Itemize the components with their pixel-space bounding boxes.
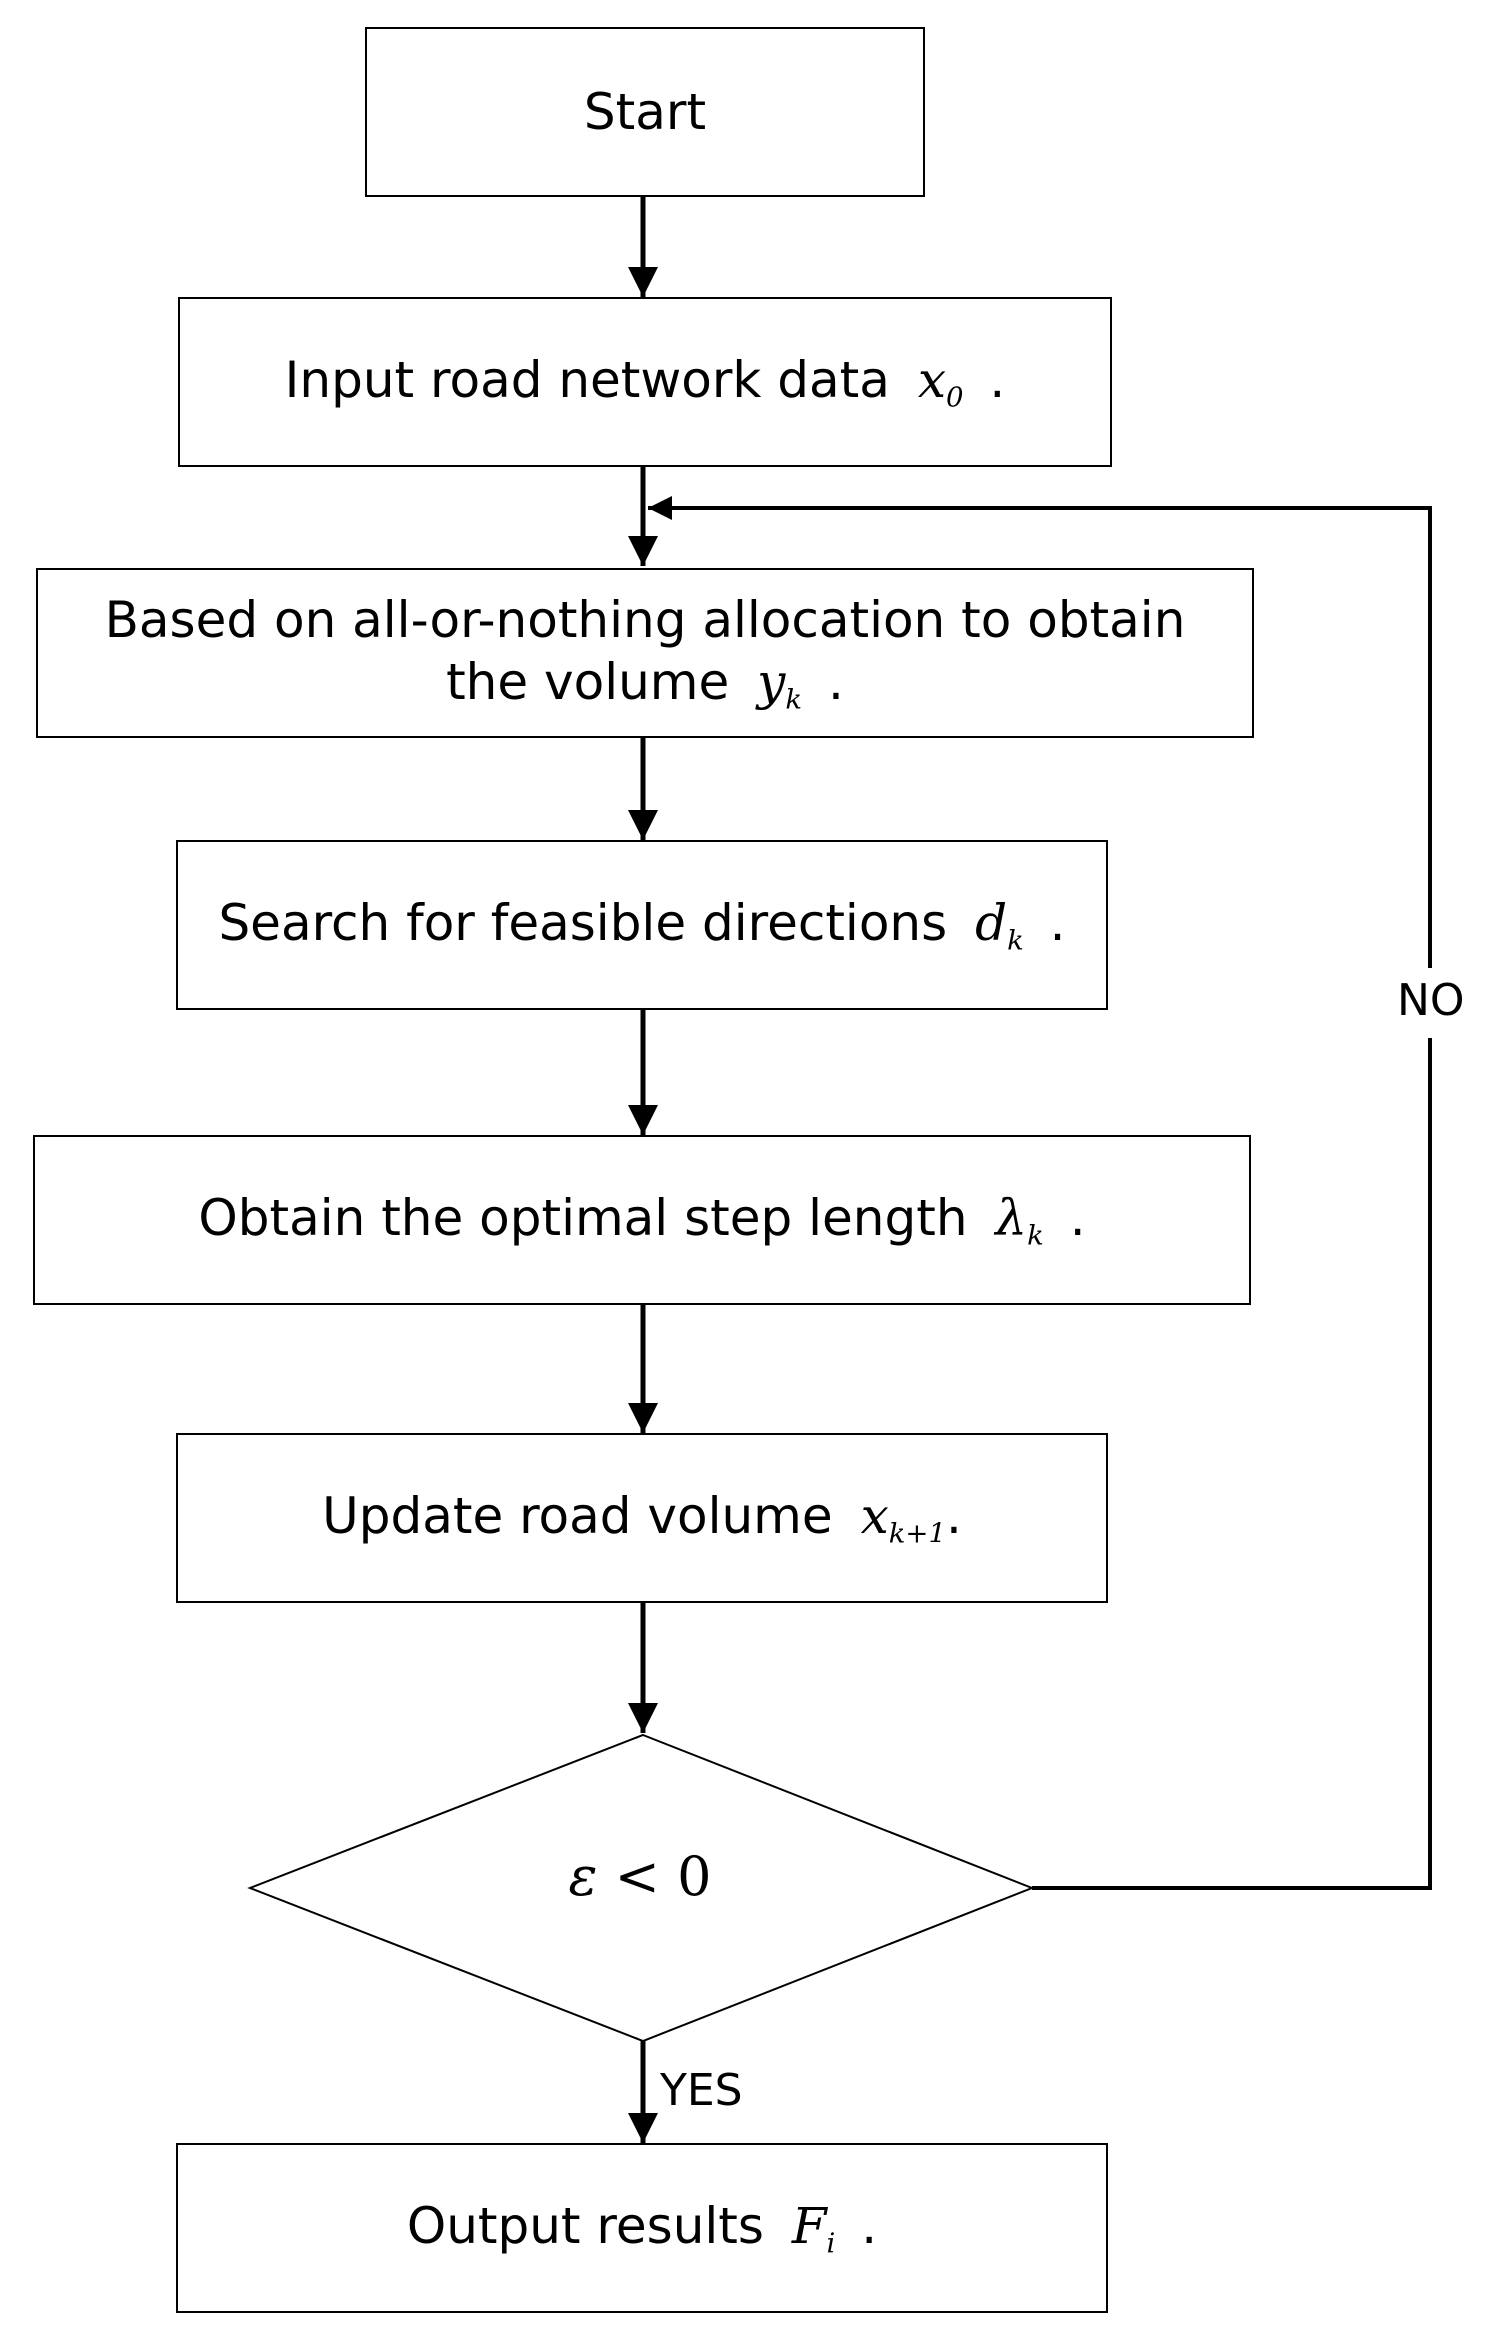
output-label: Output results Fi . xyxy=(407,2195,877,2261)
allocation-box: Based on all-or-nothing allocation to ob… xyxy=(36,568,1254,738)
start-box: Start xyxy=(365,27,925,197)
search-variable: d xyxy=(975,894,1008,952)
update-text: Update road volume xyxy=(322,1487,833,1545)
allocation-line2: the volume xyxy=(446,653,730,712)
allocation-subscript: k xyxy=(785,683,803,716)
allocation-label: Based on all-or-nothing allocation to ob… xyxy=(105,589,1186,718)
allocation-variable: y xyxy=(757,653,786,712)
search-period: . xyxy=(1049,894,1066,952)
search-text: Search for feasible directions xyxy=(218,894,948,952)
step-subscript: k xyxy=(1027,1219,1044,1252)
output-box: Output results Fi . xyxy=(176,2143,1108,2313)
update-variable: x xyxy=(860,1487,889,1545)
update-label: Update road volume xk+1. xyxy=(322,1485,962,1551)
update-period: . xyxy=(945,1487,962,1545)
start-label: Start xyxy=(583,82,707,141)
search-box: Search for feasible directions dk . xyxy=(176,840,1108,1010)
allocation-line1: Based on all-or-nothing allocation to ob… xyxy=(104,590,1186,649)
input-variable: x xyxy=(917,351,947,409)
input-subscript: 0 xyxy=(946,381,964,414)
output-text: Output results xyxy=(406,2197,764,2255)
update-subscript: k+1 xyxy=(888,1517,946,1550)
input-text: Input road network data xyxy=(284,351,890,409)
input-label: Input road network data x0 . xyxy=(285,349,1006,415)
input-box: Input road network data x0 . xyxy=(178,297,1112,467)
update-box: Update road volume xk+1. xyxy=(176,1433,1108,1603)
step-variable: λ xyxy=(995,1189,1028,1247)
search-label: Search for feasible directions dk . xyxy=(218,892,1065,958)
decision-operator: < 0 xyxy=(597,1845,712,1908)
step-label: Obtain the optimal step length λk . xyxy=(198,1187,1085,1253)
decision-condition: ε < 0 xyxy=(560,1845,720,1908)
output-subscript: i xyxy=(826,2227,836,2260)
step-text: Obtain the optimal step length xyxy=(198,1189,968,1247)
output-variable: F xyxy=(791,2197,827,2255)
yes-edge-label: YES xyxy=(660,2065,743,2116)
input-period: . xyxy=(989,351,1006,409)
allocation-period: . xyxy=(828,653,844,712)
decision-variable: ε xyxy=(568,1845,598,1908)
search-subscript: k xyxy=(1007,924,1024,957)
step-period: . xyxy=(1069,1189,1086,1247)
output-period: . xyxy=(861,2197,878,2255)
step-box: Obtain the optimal step length λk . xyxy=(33,1135,1251,1305)
no-edge-label: NO xyxy=(1397,975,1465,1026)
decision-diamond xyxy=(247,1733,1035,2043)
feedback-loop-no xyxy=(648,496,1432,1890)
